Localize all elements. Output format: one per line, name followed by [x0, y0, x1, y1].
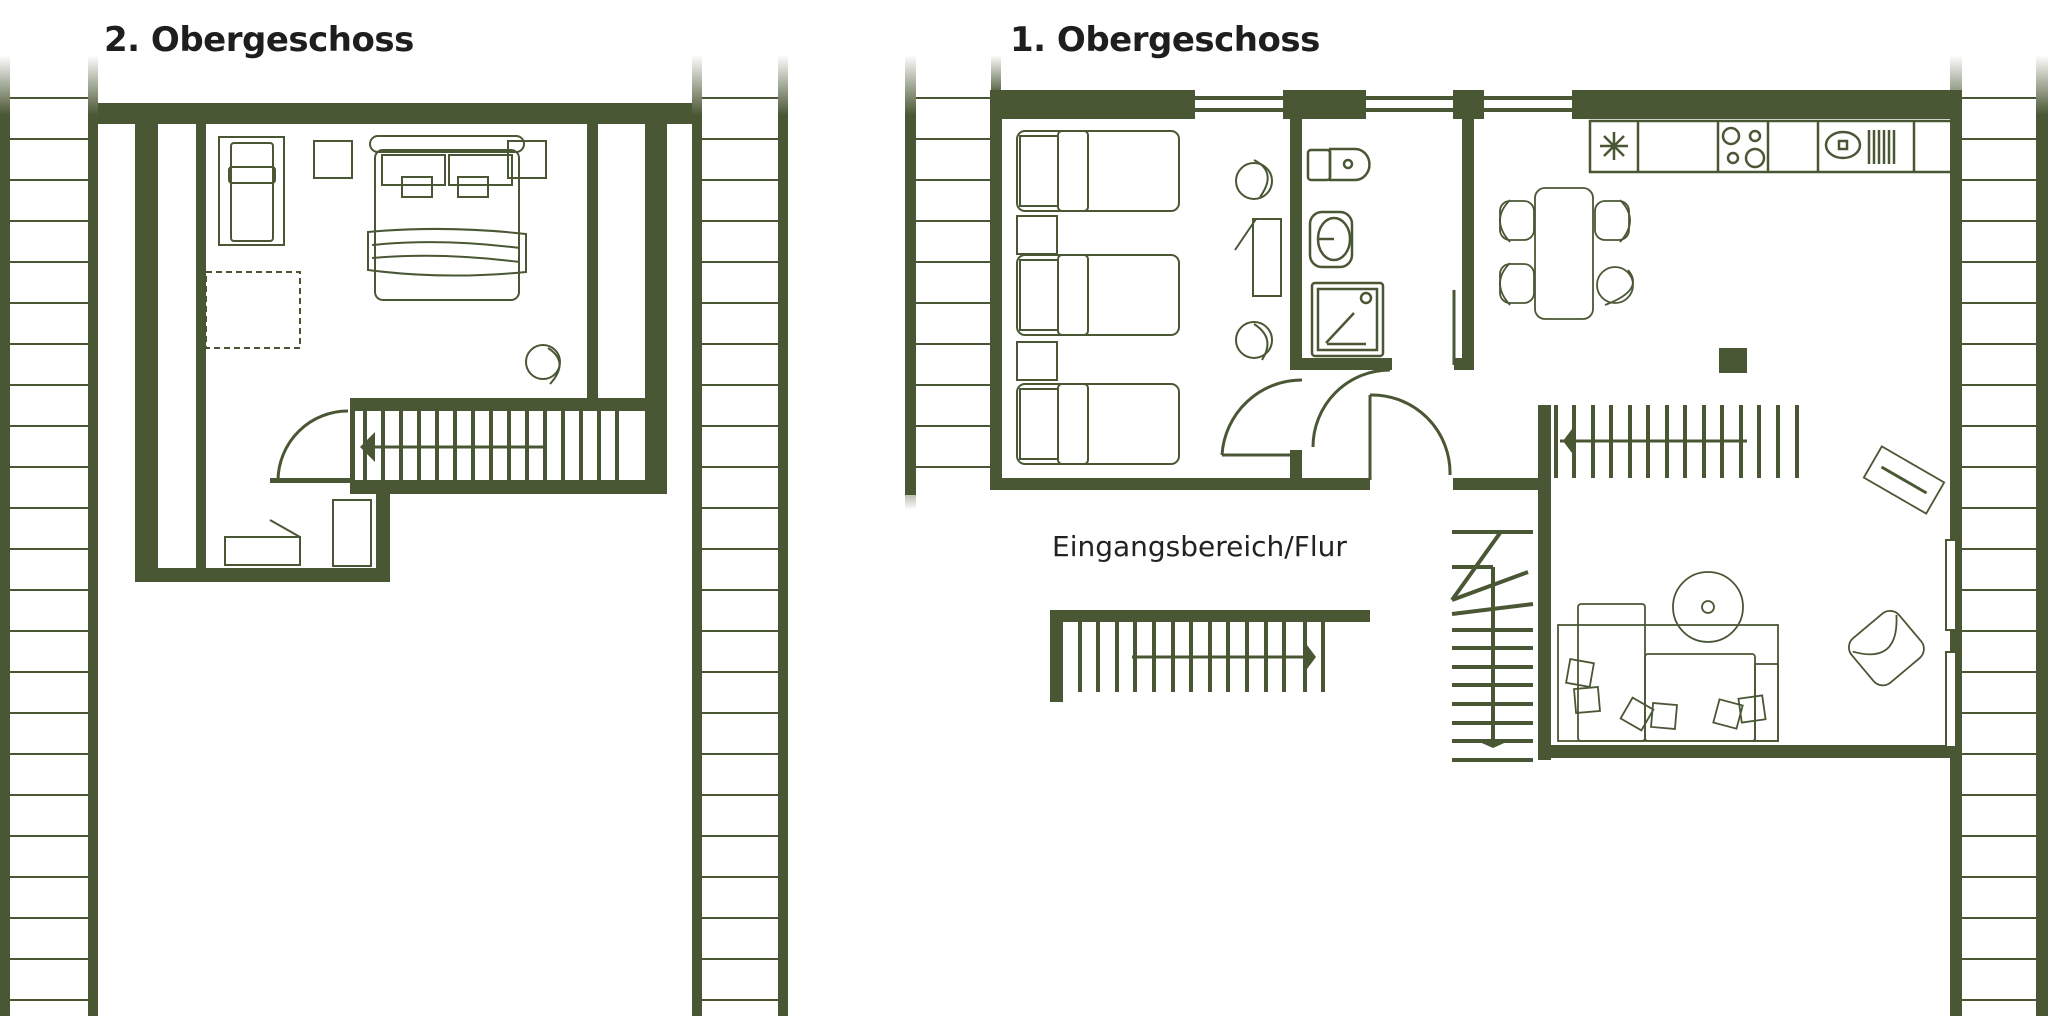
double-bed-icon: [367, 135, 527, 301]
nightstand-icon: [507, 140, 547, 179]
nightstand-icon: [1016, 215, 1058, 255]
og1-bedroom-furniture: [1016, 130, 1282, 465]
door-icon: [1369, 393, 1452, 476]
stair-arrow-icon: [1563, 425, 1575, 457]
og1-dining: [1499, 187, 1634, 320]
nightstand-icon: [1016, 341, 1058, 381]
og2-walls: [98, 103, 692, 582]
dining-chair-icon: [1499, 199, 1535, 243]
sink-icon: [1308, 210, 1354, 269]
stove-icon: [1721, 126, 1766, 169]
og1-bathroom: [1306, 147, 1385, 358]
og1-staircase-hall: [1050, 610, 1370, 702]
floor-title-og1: 1. Obergeschoss: [1010, 20, 1320, 60]
door-icon: [1220, 378, 1303, 456]
og1-right-ladder: [1950, 55, 2048, 1016]
stair-arrow-icon: [1475, 740, 1511, 748]
dining-chair-icon: [1594, 199, 1631, 243]
og2-right-ladder: [692, 55, 788, 1016]
room-label-hallway: Eingangsbereich/Flur: [1052, 530, 1347, 563]
single-bed-icon: [1016, 383, 1180, 465]
single-bed-icon: [1016, 254, 1180, 336]
single-bed-icon: [1016, 130, 1180, 212]
tv-icon: [1862, 445, 1946, 515]
stair-arrow-icon: [1304, 641, 1316, 673]
og1-doors: [1220, 290, 1456, 480]
og2-plan: [0, 55, 788, 1016]
single-bed-icon: [218, 136, 285, 246]
cushion-icon: [1565, 658, 1767, 732]
og2-left-ladder: [0, 55, 98, 1016]
fridge-snowflake-icon: [1600, 132, 1628, 160]
dining-table-icon: [1534, 187, 1594, 320]
og1-living: [1557, 445, 1946, 742]
og1-walls: [990, 90, 1962, 760]
og1-plan: [905, 55, 2048, 1016]
dining-chair-icon: [1499, 262, 1535, 306]
og2-door-icon: [276, 409, 349, 481]
door-icon: [1311, 368, 1391, 448]
shower-icon: [1310, 281, 1385, 358]
og1-right-window: [1945, 539, 1957, 748]
og1-kitchen: [1588, 119, 1960, 174]
dining-chair-icon: [1596, 266, 1634, 306]
og1-left-ladder: [905, 55, 1001, 510]
chest-icon: [224, 519, 301, 566]
floor-title-og2: 2. Obergeschoss: [104, 20, 414, 60]
og2-staircase: [360, 411, 619, 480]
sofa-icon: [1557, 603, 1779, 742]
armchair-icon: [525, 344, 561, 385]
rug-icon: [205, 271, 301, 349]
og2-furniture: [205, 135, 561, 567]
og2-stair-arrow-icon: [360, 432, 375, 462]
column-icon: [1719, 348, 1747, 373]
kitchen-sink-icon: [1824, 130, 1896, 164]
og1-staircase-living: [1554, 405, 1799, 478]
armchair-icon: [1848, 609, 1925, 687]
og1-winding-stair: [1450, 530, 1534, 762]
desk-icon: [1234, 218, 1282, 297]
nightstand-icon: [313, 140, 353, 179]
toilet-icon: [1306, 147, 1371, 182]
chair-icon: [1235, 321, 1273, 361]
cabinet-icon: [332, 499, 372, 567]
chair-icon: [1235, 159, 1273, 200]
coffee-table-icon: [1672, 571, 1744, 643]
